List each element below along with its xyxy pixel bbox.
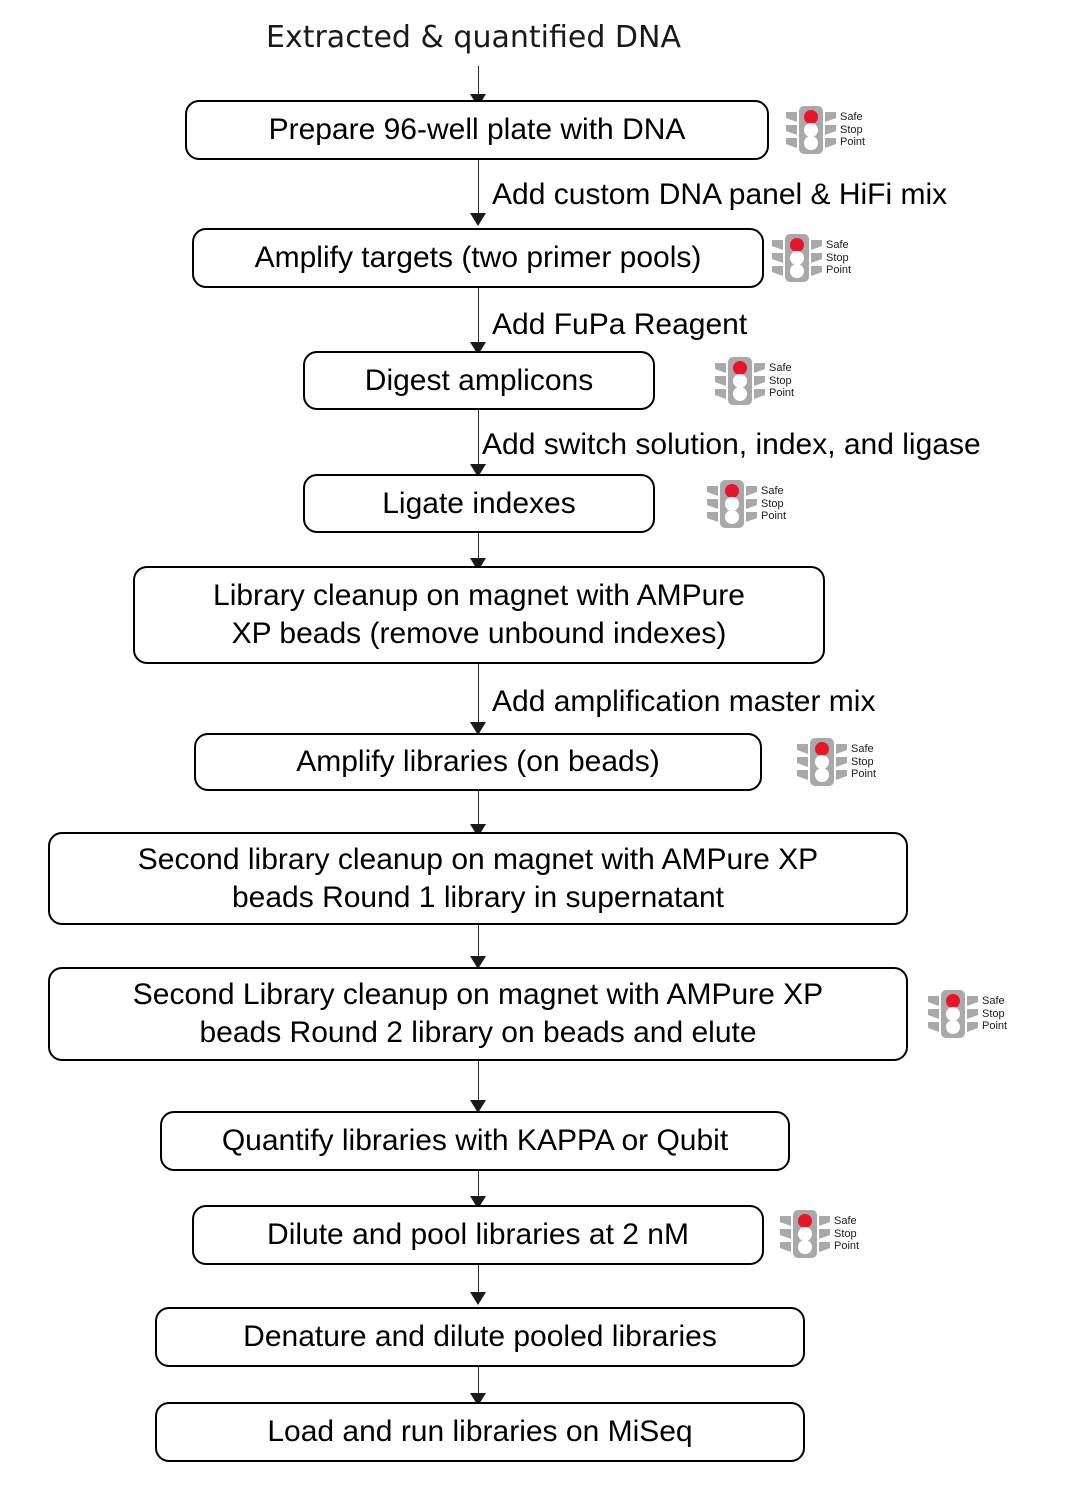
node-library-cleanup-ampure[interactable]: Library cleanup on magnet with AMPure XP… [133, 566, 825, 664]
node-quantify-libraries[interactable]: Quantify libraries with KAPPA or Qubit [160, 1111, 790, 1171]
ssp-line-1: Safe [840, 111, 863, 124]
ssp-line-1: Safe [851, 743, 874, 756]
ssp-line-1: Safe [761, 485, 784, 498]
connector-caption-to-n1 [478, 66, 479, 100]
safe-stop-point-text: Safe Stop Point [826, 239, 851, 277]
node-label: Digest amplicons [364, 363, 594, 397]
traffic-light-icon [707, 478, 757, 530]
safe-stop-point-text: Safe Stop Point [982, 995, 1007, 1033]
page-title: Extracted & quantified DNA [266, 20, 681, 55]
ssp-line-3: Point [826, 264, 852, 277]
traffic-light-icon [797, 736, 847, 788]
node-label: Library cleanup on magnet with AMPure XP… [145, 577, 813, 653]
safe-stop-point-text: Safe Stop Point [851, 743, 876, 781]
arrowhead-n5-to-n6 [470, 722, 486, 735]
safe-stop-point-text: Safe Stop Point [769, 362, 794, 400]
safe-stop-point-text: Safe Stop Point [840, 111, 865, 149]
node-label-line-2: beads Round 1 library in supernatant [232, 880, 724, 914]
safe-stop-point-badge-n4: Safe Stop Point [707, 478, 786, 530]
ssp-line-2: Stop [761, 497, 784, 510]
ssp-line-1: Safe [982, 995, 1005, 1008]
node-second-library-cleanup-round-2[interactable]: Second Library cleanup on magnet with AM… [48, 967, 908, 1061]
connector-n10-to-n11 [478, 1265, 479, 1299]
node-label: Quantify libraries with KAPPA or Qubit [221, 1124, 729, 1157]
node-label: Second library cleanup on magnet with AM… [60, 841, 896, 917]
ssp-line-3: Point [840, 136, 866, 149]
node-label: Load and run libraries on MiSeq [267, 1415, 693, 1448]
node-dilute-and-pool-libraries[interactable]: Dilute and pool libraries at 2 nM [192, 1205, 764, 1265]
safe-stop-point-text: Safe Stop Point [834, 1215, 859, 1253]
arrowhead-n8-to-n9 [470, 1100, 486, 1113]
ssp-line-2: Stop [840, 123, 863, 136]
ssp-line-3: Point [834, 1240, 860, 1253]
traffic-light-icon [715, 355, 765, 407]
traffic-light-icon [772, 232, 822, 284]
node-load-and-run-miseq[interactable]: Load and run libraries on MiSeq [155, 1402, 805, 1462]
ssp-line-2: Stop [769, 374, 792, 387]
ssp-line-3: Point [982, 1020, 1008, 1033]
node-digest-amplicons[interactable]: Digest amplicons [303, 351, 655, 410]
safe-stop-point-badge-n10: Safe Stop Point [780, 1208, 859, 1260]
safe-stop-point-badge-n1: Safe Stop Point [786, 104, 865, 156]
connector-n8-to-n9 [478, 1061, 479, 1107]
node-label-line-1: Library cleanup on magnet with AMPure [213, 579, 745, 612]
connector-n3-to-n4 [478, 410, 479, 472]
node-denature-and-dilute[interactable]: Denature and dilute pooled libraries [155, 1307, 805, 1367]
connector-n5-to-n6 [478, 664, 479, 732]
ssp-line-3: Point [851, 768, 877, 781]
ssp-line-2: Stop [851, 755, 874, 768]
safe-stop-point-badge-n3: Safe Stop Point [715, 355, 794, 407]
traffic-light-icon [780, 1208, 830, 1260]
arrowhead-n1-to-n2 [470, 213, 486, 226]
node-amplify-targets[interactable]: Amplify targets (two primer pools) [192, 228, 764, 288]
connector-n11-to-n12 [478, 1366, 479, 1400]
ssp-line-2: Stop [982, 1007, 1005, 1020]
safe-stop-point-badge-n6: Safe Stop Point [797, 736, 876, 788]
arrowhead-n7-to-n8 [470, 956, 486, 969]
node-amplify-libraries-on-beads[interactable]: Amplify libraries (on beads) [194, 733, 762, 791]
node-label: Ligate indexes [382, 486, 576, 520]
edge-label-add-custom-dna-panel: Add custom DNA panel & HiFi mix [492, 178, 948, 211]
node-second-library-cleanup-round-1[interactable]: Second library cleanup on magnet with AM… [48, 832, 908, 925]
connector-n9-to-n10 [478, 1171, 479, 1203]
node-label: Dilute and pool libraries at 2 nM [267, 1218, 689, 1251]
node-label-line-2: beads Round 2 library on beads and elute [199, 1016, 757, 1049]
node-label-line-2: XP beads (remove unbound indexes) [231, 617, 727, 650]
ssp-line-1: Safe [769, 362, 792, 375]
connector-n4-to-n5 [478, 533, 479, 565]
node-label: Prepare 96-well plate with DNA [268, 113, 686, 146]
ssp-line-3: Point [769, 387, 795, 400]
node-ligate-indexes[interactable]: Ligate indexes [303, 474, 655, 533]
safe-stop-point-badge-n8: Safe Stop Point [928, 988, 1007, 1040]
node-label-line-1: Second Library cleanup on magnet with AM… [132, 978, 824, 1011]
connector-n6-to-n7 [478, 791, 479, 833]
ssp-line-2: Stop [826, 251, 849, 264]
safe-stop-point-badge-n2: Safe Stop Point [772, 232, 851, 284]
traffic-light-icon [928, 988, 978, 1040]
node-label: Second Library cleanup on magnet with AM… [60, 976, 896, 1052]
ssp-line-1: Safe [834, 1215, 857, 1228]
node-label: Denature and dilute pooled libraries [243, 1320, 717, 1353]
connector-n1-to-n2 [478, 159, 479, 221]
traffic-light-icon [786, 104, 836, 156]
node-prepare-96-well-plate[interactable]: Prepare 96-well plate with DNA [185, 100, 769, 160]
ssp-line-2: Stop [834, 1227, 857, 1240]
ssp-line-3: Point [761, 510, 787, 523]
arrowhead-n10-to-n11 [470, 1292, 486, 1305]
arrowhead-n3-to-n4 [470, 464, 486, 477]
connector-n2-to-n3 [478, 288, 479, 350]
edge-label-add-switch-solution: Add switch solution, index, and ligase [482, 428, 981, 461]
node-label: Amplify targets (two primer pools) [254, 241, 702, 274]
node-label-line-1: Second library cleanup on magnet with AM… [137, 842, 819, 876]
edge-label-add-fupa-reagent: Add FuPa Reagent [492, 308, 748, 341]
edge-label-add-amplification-master-mix: Add amplification master mix [492, 685, 876, 718]
node-label: Amplify libraries (on beads) [296, 745, 660, 778]
ssp-line-1: Safe [826, 239, 849, 252]
connector-n7-to-n8 [478, 925, 479, 967]
safe-stop-point-text: Safe Stop Point [761, 485, 786, 523]
